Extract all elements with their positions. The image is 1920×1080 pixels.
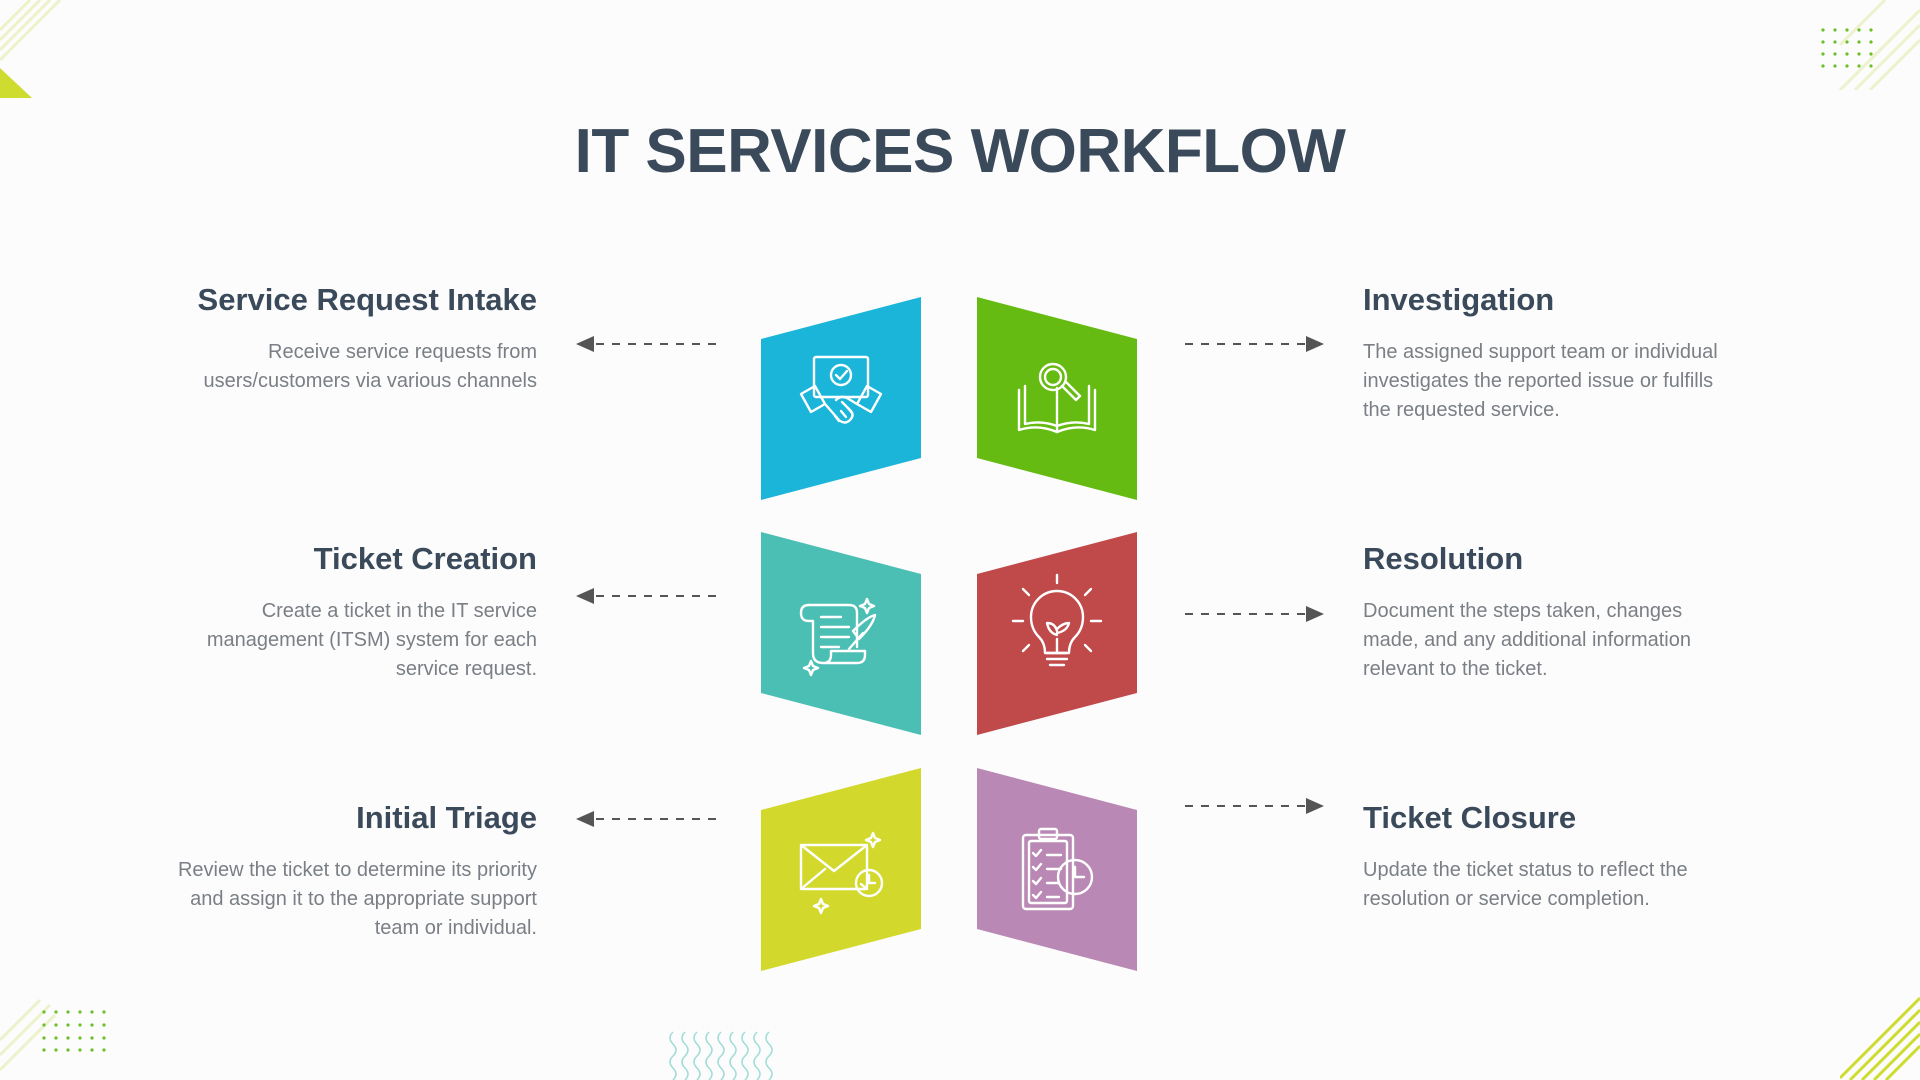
step-shape-initial-triage bbox=[761, 768, 921, 971]
page-title: IT SERVICES WORKFLOW bbox=[574, 117, 1346, 186]
step-initial-triage: Initial Triage Review the ticket to dete… bbox=[157, 800, 537, 943]
corner-decoration-bottom-right bbox=[1840, 996, 1920, 1080]
step-title: Ticket Closure bbox=[1363, 800, 1577, 835]
step-description: Receive service requests from users/cust… bbox=[203, 341, 537, 392]
step-title: Resolution bbox=[1363, 541, 1524, 576]
step-shape-service-request-intake bbox=[761, 297, 921, 500]
step-description: The assigned support team or individual … bbox=[1363, 341, 1718, 421]
step-ticket-creation: Ticket Creation Create a ticket in the I… bbox=[157, 541, 537, 684]
handshake-icon bbox=[799, 355, 883, 424]
envelope-clock-icon bbox=[799, 831, 884, 915]
step-service-request-intake: Service Request Intake Receive service r… bbox=[157, 282, 537, 396]
step-description: Document the steps taken, changes made, … bbox=[1363, 600, 1691, 680]
step-title: Initial Triage bbox=[356, 800, 537, 835]
squiggle-decoration-bottom bbox=[669, 1031, 773, 1080]
step-shape-ticket-creation bbox=[761, 532, 921, 735]
step-title: Investigation bbox=[1363, 282, 1555, 317]
step-description: Update the ticket status to reflect the … bbox=[1363, 859, 1688, 910]
step-description: Review the ticket to determine its prior… bbox=[177, 859, 537, 939]
corner-decoration-bottom-left bbox=[0, 998, 106, 1072]
step-title: Service Request Intake bbox=[197, 282, 537, 317]
lightbulb-icon bbox=[1011, 573, 1103, 667]
step-title: Ticket Creation bbox=[313, 541, 537, 576]
checklist-clock-icon bbox=[1021, 827, 1094, 911]
corner-decoration-top-left bbox=[0, 0, 62, 98]
scroll-quill-icon bbox=[799, 597, 877, 677]
corner-decoration-top-right bbox=[1821, 0, 1920, 90]
step-resolution: Resolution Document the steps taken, cha… bbox=[1363, 541, 1743, 684]
step-ticket-closure: Ticket Closure Update the ticket status … bbox=[1363, 800, 1743, 914]
step-description: Create a ticket in the IT service manage… bbox=[206, 600, 537, 680]
book-magnifier-icon bbox=[1017, 362, 1097, 434]
step-investigation: Investigation The assigned support team … bbox=[1363, 282, 1743, 425]
